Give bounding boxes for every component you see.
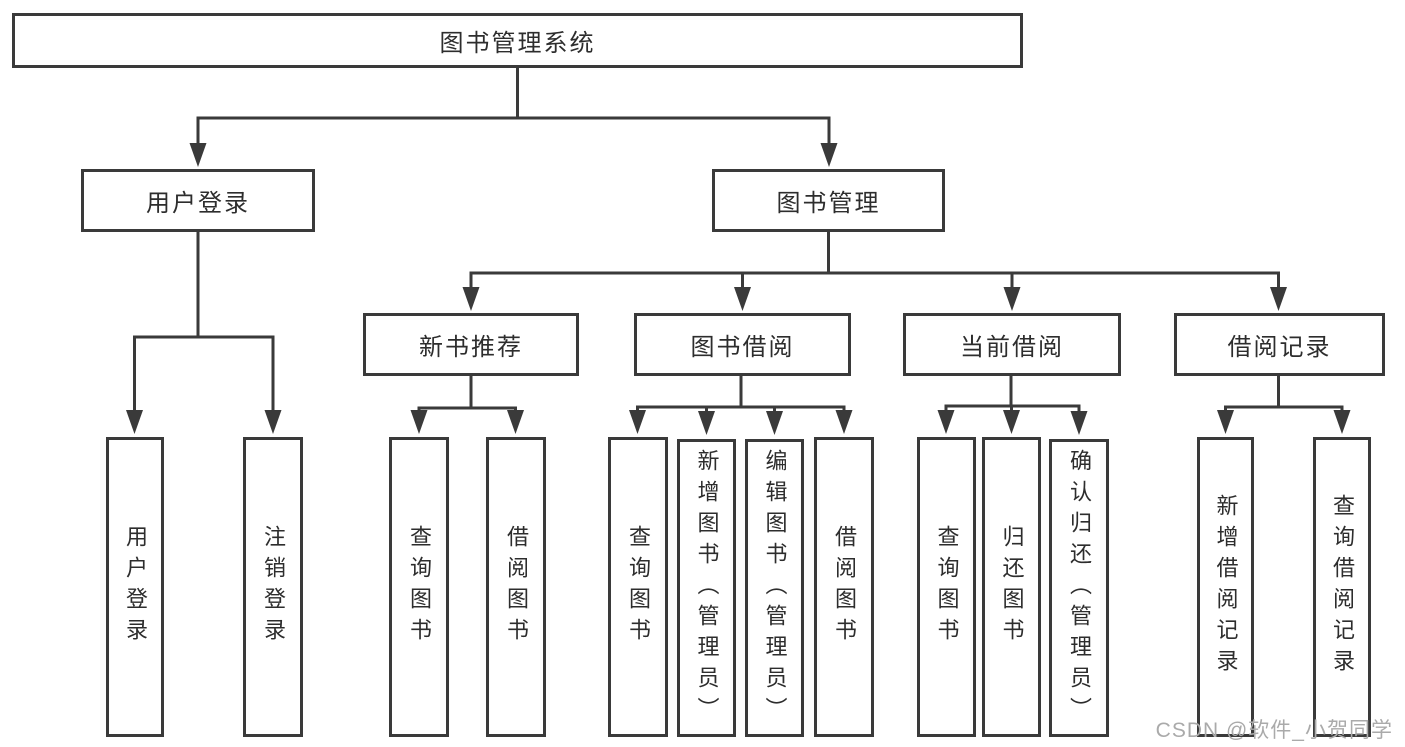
- node-current-borrowing: 当前借阅: [903, 313, 1121, 376]
- node-user-login: 用户登录: [81, 169, 315, 232]
- node-confirm-return-admin-label: 确认归还（管理员）: [1067, 448, 1092, 728]
- node-query-books-1: 查询图书: [389, 437, 449, 737]
- node-query-books-2: 查询图书: [608, 437, 668, 737]
- node-logout-leaf-label: 注销登录: [261, 525, 286, 649]
- node-add-borrow-record: 新增借阅记录: [1197, 437, 1254, 737]
- node-return-books: 归还图书: [982, 437, 1041, 737]
- node-borrow-books-1-label: 借阅图书: [504, 525, 529, 649]
- node-book-borrowing-label: 图书借阅: [690, 334, 795, 361]
- csdn-watermark: CSDN @软件_小贺同学: [1155, 719, 1393, 742]
- node-book-management-label: 图书管理: [776, 190, 881, 217]
- node-edit-books-admin: 编辑图书（管理员）: [745, 439, 804, 737]
- node-borrow-books-2: 借阅图书: [814, 437, 874, 737]
- node-add-books-admin: 新增图书（管理员）: [677, 439, 736, 737]
- node-borrow-books-1: 借阅图书: [486, 437, 546, 737]
- node-query-borrow-record: 查询借阅记录: [1313, 437, 1371, 737]
- node-book-management: 图书管理: [712, 169, 945, 232]
- node-query-borrow-record-label: 查询借阅记录: [1330, 494, 1355, 680]
- node-query-books-3-label: 查询图书: [934, 525, 960, 649]
- node-book-borrowing: 图书借阅: [634, 313, 851, 376]
- node-new-book-recommend: 新书推荐: [363, 313, 579, 376]
- node-borrowing-records-label: 借阅记录: [1227, 334, 1332, 361]
- node-return-books-label: 归还图书: [999, 525, 1025, 649]
- node-library-system: 图书管理系统: [12, 13, 1023, 68]
- node-new-book-recommend-label: 新书推荐: [419, 334, 523, 361]
- node-logout-leaf: 注销登录: [243, 437, 303, 737]
- node-user-login-leaf-label: 用户登录: [123, 525, 148, 649]
- node-borrowing-records: 借阅记录: [1174, 313, 1385, 376]
- node-confirm-return-admin: 确认归还（管理员）: [1049, 439, 1109, 737]
- node-add-borrow-record-label: 新增借阅记录: [1213, 494, 1239, 680]
- node-query-books-3: 查询图书: [917, 437, 976, 737]
- node-user-login-leaf: 用户登录: [106, 437, 164, 737]
- node-borrow-books-2-label: 借阅图书: [832, 525, 857, 649]
- node-current-borrowing-label: 当前借阅: [960, 334, 1064, 361]
- node-edit-books-admin-label: 编辑图书（管理员）: [762, 448, 788, 728]
- node-add-books-admin-label: 新增图书（管理员）: [694, 448, 720, 728]
- node-user-login-label: 用户登录: [146, 190, 250, 217]
- node-query-books-2-label: 查询图书: [626, 525, 651, 649]
- arrow-heads: [126, 143, 1351, 435]
- node-library-system-label: 图书管理系统: [439, 30, 596, 57]
- node-query-books-1-label: 查询图书: [407, 525, 432, 649]
